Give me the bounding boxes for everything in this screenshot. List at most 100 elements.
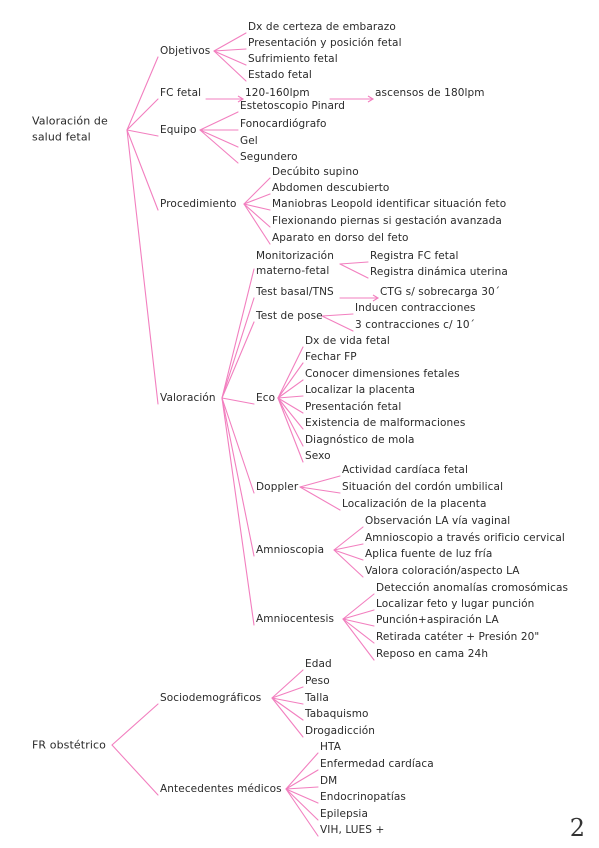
monitorizacion-leaf-line	[339, 263, 369, 279]
leaf-eco-7: Diagnóstico de mola	[305, 434, 415, 446]
eco-leaf-line	[277, 379, 304, 399]
socio-leaf-line	[271, 697, 304, 705]
leaf-antecedentes-4: Endocrinopatías	[320, 791, 407, 803]
root-node-valoracion-line1: Valoración de	[32, 114, 108, 128]
test-pose-leaf-line	[321, 313, 354, 317]
amnioscopia-leaf-line	[333, 549, 364, 578]
procedimiento-leaf-line	[243, 193, 271, 205]
leaf-amniocentesis-3: Punción+aspiración LA	[376, 614, 499, 626]
branch-fc-fetal: FC fetal	[160, 87, 202, 99]
leaf-socio-5: Drogadicción	[305, 725, 376, 737]
sub-eco: Eco	[256, 392, 276, 404]
arrow-head-icon	[237, 95, 245, 103]
doppler-leaf-line	[299, 475, 341, 488]
leaf-fc-fetal-range: 120-160lpm	[245, 87, 310, 99]
leaf-eco-6: Existencia de malformaciones	[305, 417, 466, 429]
amnioscopia-leaf-line	[333, 549, 364, 561]
root-node-fr-obstetrico: FR obstétrico	[32, 738, 106, 752]
leaf-procedimiento-4: Flexionando piernas si gestación avanzad…	[272, 215, 502, 227]
antecedentes-leaf-line	[285, 786, 319, 790]
leaf-doppler-2: Situación del cordón umbilical	[342, 481, 504, 493]
branch-antecedentes-medicos: Antecedentes médicos	[160, 783, 282, 795]
leaf-socio-4: Tabaquismo	[305, 708, 369, 720]
valoracion-sub-line	[221, 397, 255, 557]
leaf-amnioscopia-4: Valora coloración/aspecto LA	[365, 565, 520, 577]
sub-monitorizacion-line1: Monitorización	[256, 250, 334, 262]
socio-leaf-line	[271, 669, 304, 699]
equipo-leaf-line	[199, 129, 239, 148]
arrow-head-icon	[372, 294, 380, 302]
objetivos-leaf-line	[213, 32, 247, 52]
leaf-fc-fetal-detail: ascensos de 180lpm	[375, 87, 485, 99]
antecedentes-leaf-line	[285, 788, 319, 821]
antecedentes-leaf-line	[285, 788, 319, 837]
valoracion-sub-line	[221, 297, 255, 399]
leaf-procedimiento-5: Aparato en dorso del feto	[272, 232, 409, 244]
root-branch-line	[126, 98, 159, 131]
eco-leaf-line	[277, 395, 304, 399]
leaf-amnioscopia-1: Observación LA vía vaginal	[365, 515, 511, 527]
leaf-monitorizacion-1: Registra FC fetal	[370, 250, 459, 262]
test-pose-leaf-line	[321, 315, 354, 332]
eco-leaf-line	[277, 397, 304, 430]
leaf-eco-2: Fechar FP	[305, 351, 357, 363]
leaf-procedimiento-3: Maniobras Leopold identificar situación …	[272, 198, 507, 210]
leaf-test-basal: CTG s/ sobrecarga 30´	[380, 286, 501, 298]
leaf-objetivos-4: Estado fetal	[248, 69, 312, 81]
leaf-socio-3: Talla	[305, 692, 329, 704]
branch-equipo: Equipo	[160, 124, 197, 136]
leaf-antecedentes-2: Enfermedad cardíaca	[320, 758, 434, 770]
leaf-amniocentesis-2: Localizar feto y lugar punción	[376, 598, 535, 610]
leaf-amniocentesis-4: Retirada catéter + Presión 20"	[376, 631, 540, 643]
leaf-eco-1: Dx de vida fetal	[305, 335, 390, 347]
socio-leaf-line	[271, 686, 304, 699]
socio-leaf-line	[271, 697, 304, 738]
objetivos-leaf-line	[213, 50, 247, 66]
leaf-antecedentes-3: DM	[320, 775, 338, 787]
valoracion-sub-line	[221, 397, 255, 494]
root-node-valoracion-line2: salud fetal	[32, 130, 91, 144]
equipo-leaf-line	[199, 111, 239, 131]
valoracion-sub-line	[221, 397, 255, 405]
amniocentesis-leaf-line	[342, 609, 375, 620]
sub-doppler: Doppler	[256, 481, 299, 493]
leaf-amnioscopia-3: Aplica fuente de luz fría	[365, 548, 493, 560]
monitorizacion-leaf-line	[339, 261, 369, 265]
leaf-procedimiento-2: Abdomen descubierto	[272, 182, 390, 194]
procedimiento-leaf-line	[243, 203, 271, 228]
procedimiento-leaf-line	[243, 203, 271, 245]
amnioscopia-leaf-line	[333, 526, 364, 551]
leaf-monitorizacion-2: Registra dinámica uterina	[370, 266, 508, 278]
doppler-leaf-line	[299, 486, 341, 494]
eco-leaf-line	[277, 346, 304, 399]
antecedentes-leaf-line	[285, 788, 319, 804]
leaf-procedimiento-1: Decúbito supino	[272, 166, 359, 178]
procedimiento-leaf-line	[243, 177, 271, 205]
leaf-test-pose-2: 3 contracciones c/ 10´	[355, 319, 476, 331]
leaf-eco-4: Localizar la placenta	[305, 384, 415, 396]
root-branch-line	[126, 56, 159, 131]
branch-procedimiento: Procedimiento	[160, 198, 237, 210]
leaf-eco-5: Presentación fetal	[305, 401, 402, 413]
amniocentesis-leaf-line	[342, 618, 375, 661]
amniocentesis-leaf-line	[342, 593, 375, 620]
eco-leaf-line	[277, 397, 304, 463]
arrow-head-icon	[367, 95, 375, 103]
leaf-antecedentes-5: Epilepsia	[320, 808, 368, 820]
sub-amniocentesis: Amniocentesis	[256, 613, 335, 625]
amniocentesis-leaf-line	[342, 618, 375, 627]
leaf-test-pose-1: Inducen contracciones	[355, 302, 476, 314]
socio-leaf-line	[271, 697, 304, 721]
sub-test-basal: Test basal/TNS	[256, 286, 334, 298]
leaf-doppler-3: Localización de la placenta	[342, 498, 487, 510]
eco-leaf-line	[277, 397, 304, 447]
sub-test-pose: Test de pose	[256, 310, 323, 322]
valoracion-sub-line	[221, 321, 255, 399]
leaf-amniocentesis-5: Reposo en cama 24h	[376, 648, 489, 660]
branch-valoracion: Valoración	[160, 392, 216, 404]
leaf-eco-8: Sexo	[305, 450, 331, 462]
leaf-socio-2: Peso	[305, 675, 330, 687]
objetivos-leaf-line	[213, 48, 247, 52]
leaf-objetivos-3: Sufrimiento fetal	[248, 53, 338, 65]
